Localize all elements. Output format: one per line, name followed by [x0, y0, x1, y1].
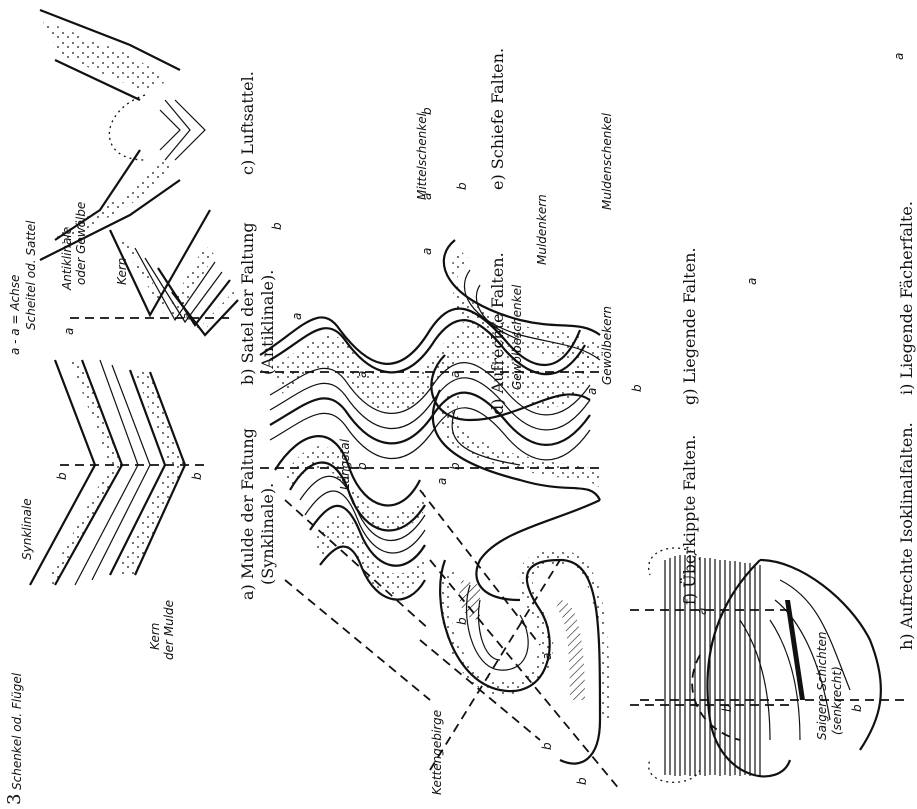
caption-i: i) Liegende Fächerfalte. [897, 201, 916, 395]
label-h-a: a [695, 608, 709, 615]
label-e-b1: b [270, 222, 284, 230]
label-gewoelbekern: Gewölbekern [600, 306, 614, 385]
caption-f: f) Überkippte Falten. [680, 435, 699, 605]
label-schenkel: Schenkel od. Flügel [10, 673, 24, 790]
caption-a-sub: (Synklinale). [258, 483, 277, 585]
page-number: 3 [4, 794, 25, 805]
label-saigere: Saigere Schichten [815, 632, 829, 741]
label-g-b2: b [630, 384, 644, 392]
label-muldenkern: Muldenkern [535, 194, 549, 265]
label-gewoelbeschenkel: Gewölbeschenkel [510, 285, 524, 390]
label-h-b2: b [850, 704, 864, 712]
label-f-b2: b [540, 742, 554, 750]
label-axis: a - a = Achse [8, 275, 22, 355]
label-b-a2: a [180, 313, 194, 320]
label-g-a2: a [585, 388, 599, 395]
label-f-b1: b [455, 617, 469, 625]
label-der-mulde: der Mulde [162, 600, 176, 660]
caption-b: b) Satel der Faltung [238, 222, 257, 385]
caption-b-sub: (Antiklinale). [258, 270, 277, 375]
label-f-a2: a [540, 653, 554, 660]
label-gewoelbe: oder Gewölbe [74, 202, 88, 285]
label-h-b1: b [720, 704, 734, 712]
diagram-b-anticlinal [70, 210, 238, 335]
label-senkrecht: (senkrecht) [830, 666, 844, 735]
caption-c: c) Luftsattel. [238, 71, 257, 175]
label-d-b1: b [355, 462, 369, 470]
label-kettengebirge: Kettengebirge [430, 710, 444, 795]
diagram-g-recumbent-folds [430, 550, 620, 790]
label-f-b3: b [575, 777, 589, 785]
label-d-a2: a [448, 371, 462, 378]
label-d-b2: b [448, 462, 462, 470]
label-i-a1: a [745, 278, 759, 285]
label-f-a1: a [435, 478, 449, 485]
label-b-a1: a [62, 328, 76, 335]
diagram-h-isoclinal-folds [630, 548, 790, 782]
label-antiklinale: Antiklinale [60, 227, 74, 290]
diagram-e-oblique-folds [275, 436, 430, 700]
label-d-a1: a [355, 371, 369, 378]
caption-d: d) Aufrechte Falten. [488, 252, 507, 415]
label-mittelschenkel: Mittelschenkel [415, 113, 429, 200]
label-synklinale: Synklinale [20, 498, 34, 560]
label-kern-a: Kern [148, 623, 162, 650]
label-g-a1: a [420, 248, 434, 255]
label-a-b1: b [55, 472, 69, 480]
caption-h: h) Aufrechte Isoklinalfalten. [897, 422, 916, 650]
label-kern-b: Kern [115, 258, 129, 285]
label-scheitel: Scheitel od. Sattel [24, 221, 38, 330]
caption-a: a) Mulde der Faltung [238, 428, 257, 600]
label-a-b2: b [190, 472, 204, 480]
label-muldenschenkel: Muldenschenkel [600, 113, 614, 210]
caption-e: e) Schiefe Falten. [488, 48, 507, 190]
label-i-a2: a [892, 53, 906, 60]
label-g-b1: b [455, 182, 469, 190]
label-laengstal: Längstal [338, 439, 352, 490]
diagram-c-air-saddle [40, 10, 205, 260]
label-e-a1: a [290, 313, 304, 320]
caption-g: g) Liegende Falten. [680, 247, 699, 405]
